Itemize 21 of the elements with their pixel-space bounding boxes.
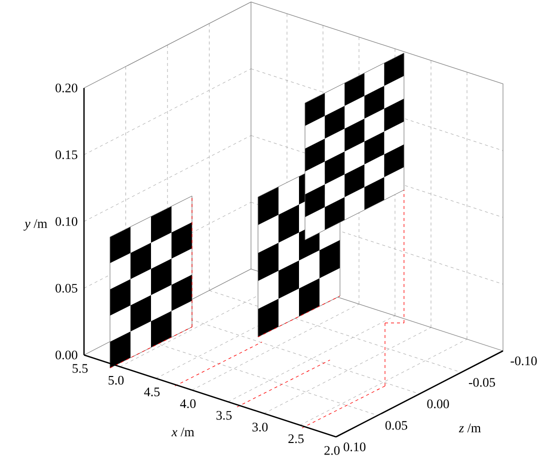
tick-label: 0.00 bbox=[56, 350, 78, 360]
tick-label: -0.10 bbox=[510, 356, 537, 366]
tick-label: 4.0 bbox=[180, 399, 196, 408]
tick-label: 3.0 bbox=[252, 422, 268, 432]
tick-label: 2.5 bbox=[288, 434, 304, 444]
tick-label: 2.0 bbox=[324, 446, 340, 455]
tick-label: 5.0 bbox=[108, 376, 124, 385]
tick-label: 4.5 bbox=[144, 388, 160, 396]
tick-label: 0.10 bbox=[56, 217, 78, 226]
tick-label: 0.20 bbox=[56, 84, 78, 92]
axis-title: y /m bbox=[24, 219, 48, 231]
tick-label: 0.10 bbox=[344, 442, 366, 452]
tick-label: 0.15 bbox=[56, 150, 78, 160]
tick-label: -0.05 bbox=[468, 378, 496, 387]
tick-label: 0.05 bbox=[385, 420, 408, 430]
tick-label: 3.5 bbox=[216, 410, 232, 420]
tick-label: 5.5 bbox=[72, 364, 88, 373]
tick-label: 0.00 bbox=[427, 399, 449, 408]
axis-title: z /m bbox=[458, 424, 481, 432]
axis-title: x /m bbox=[171, 428, 194, 436]
tick-label: 0.05 bbox=[56, 284, 78, 293]
